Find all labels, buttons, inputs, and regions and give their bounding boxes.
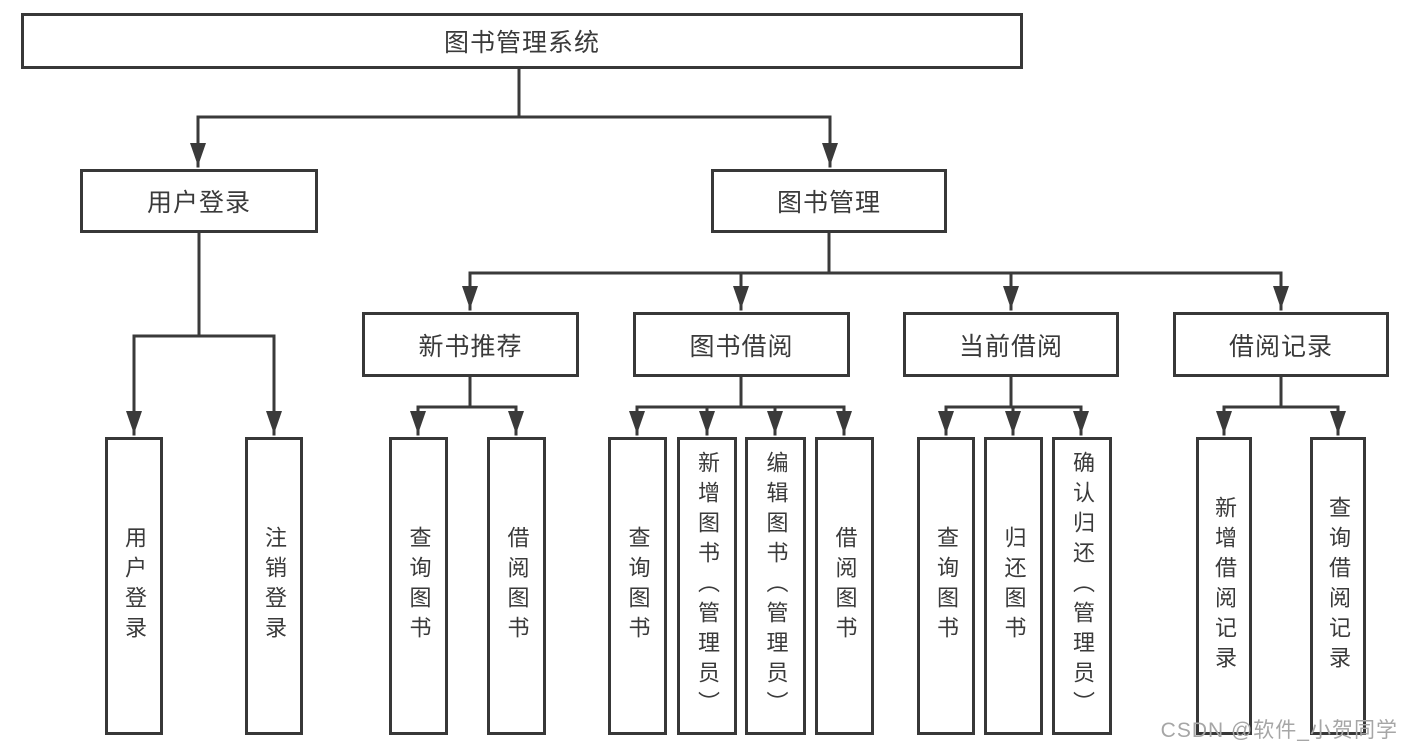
node-user-login: 用户登录	[80, 169, 318, 233]
leaf-borrow-add-books-admin: 新增图书（管理员）	[677, 437, 737, 735]
leaf-current-query-books: 查询图书	[917, 437, 975, 735]
leaf-borrow-edit-books-admin: 编辑图书（管理员）	[745, 437, 806, 735]
leaf-newbook-borrow-books: 借阅图书	[487, 437, 546, 735]
leaf-record-query-borrow-record: 查询借阅记录	[1310, 437, 1366, 735]
leaf-borrow-query-books: 查询图书	[608, 437, 667, 735]
node-book-borrowing: 图书借阅	[633, 312, 850, 377]
leaf-user-login: 用户登录	[105, 437, 163, 735]
leaf-borrow-borrow-books: 借阅图书	[815, 437, 874, 735]
node-root-system: 图书管理系统	[21, 13, 1023, 69]
node-new-book-recommend: 新书推荐	[362, 312, 579, 377]
leaf-record-add-borrow-record: 新增借阅记录	[1196, 437, 1252, 735]
node-book-management: 图书管理	[711, 169, 947, 233]
leaf-current-confirm-return-admin: 确认归还（管理员）	[1052, 437, 1112, 735]
csdn-watermark: CSDN @软件_小贺同学	[1160, 719, 1398, 742]
leaf-newbook-query-books: 查询图书	[389, 437, 448, 735]
node-current-borrowing: 当前借阅	[903, 312, 1119, 377]
leaf-current-return-books: 归还图书	[984, 437, 1043, 735]
node-borrowing-records: 借阅记录	[1173, 312, 1389, 377]
leaf-logout: 注销登录	[245, 437, 303, 735]
